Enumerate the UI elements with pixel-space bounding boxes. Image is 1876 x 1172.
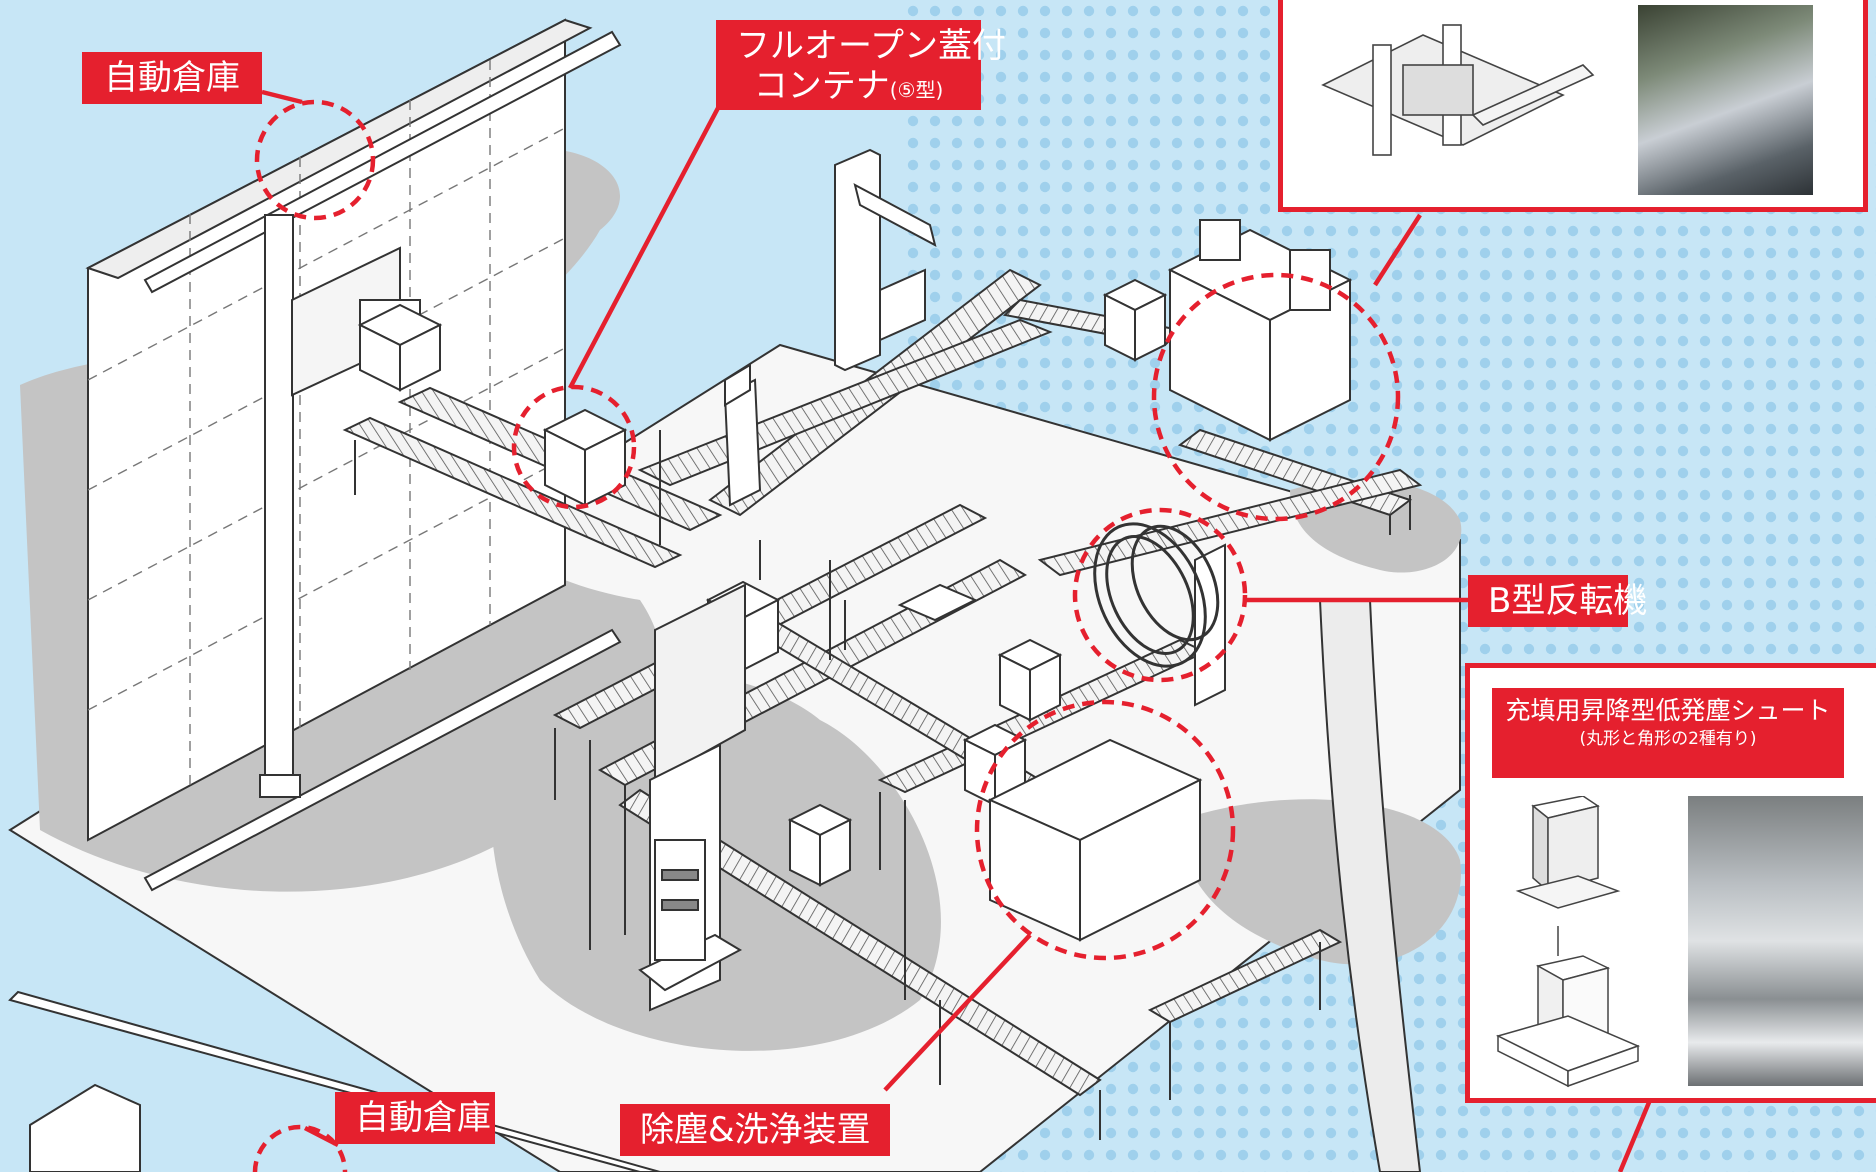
top-inset-panel <box>1278 0 1868 212</box>
top-inset-photo <box>1638 5 1813 195</box>
chute-title-text: 充填用昇降型低発塵シュート <box>1505 696 1831 725</box>
chute-subtitle-text: (丸形と角形の2種有り) <box>1579 728 1757 749</box>
machinery <box>638 148 1422 1172</box>
auto-warehouse-label-top: 自動倉庫 <box>82 52 262 105</box>
dust-washer-label: 除塵&洗浄装置 <box>620 1104 890 1157</box>
chute-drawing <box>1495 796 1641 1088</box>
containers <box>357 278 1168 887</box>
auto-warehouse-label-bottom: 自動倉庫 <box>335 1092 495 1145</box>
b-inverter-label: B型反転機 <box>1468 575 1647 628</box>
chute-inset-panel: 充填用昇降型低発塵シュート (丸形と角形の2種有り) <box>1465 663 1876 1103</box>
container-label-line2: コンテナ <box>753 66 890 107</box>
container-label: フルオープン蓋付 コンテナ(⑤型) <box>716 20 1006 110</box>
highlight-circles <box>252 99 1401 1172</box>
container-label-line1: フルオープン蓋付 <box>736 26 1006 66</box>
auto-warehouse-rack <box>85 18 622 892</box>
container-label-suffix: (⑤型) <box>889 78 944 103</box>
leader-lines <box>261 89 1653 1172</box>
chute-photo <box>1688 796 1863 1086</box>
b-type-inverter <box>1093 522 1220 668</box>
chute-inset-title: 充填用昇降型低発塵シュート (丸形と角形の2種有り) <box>1492 688 1844 778</box>
top-inset-drawing <box>1321 24 1595 156</box>
